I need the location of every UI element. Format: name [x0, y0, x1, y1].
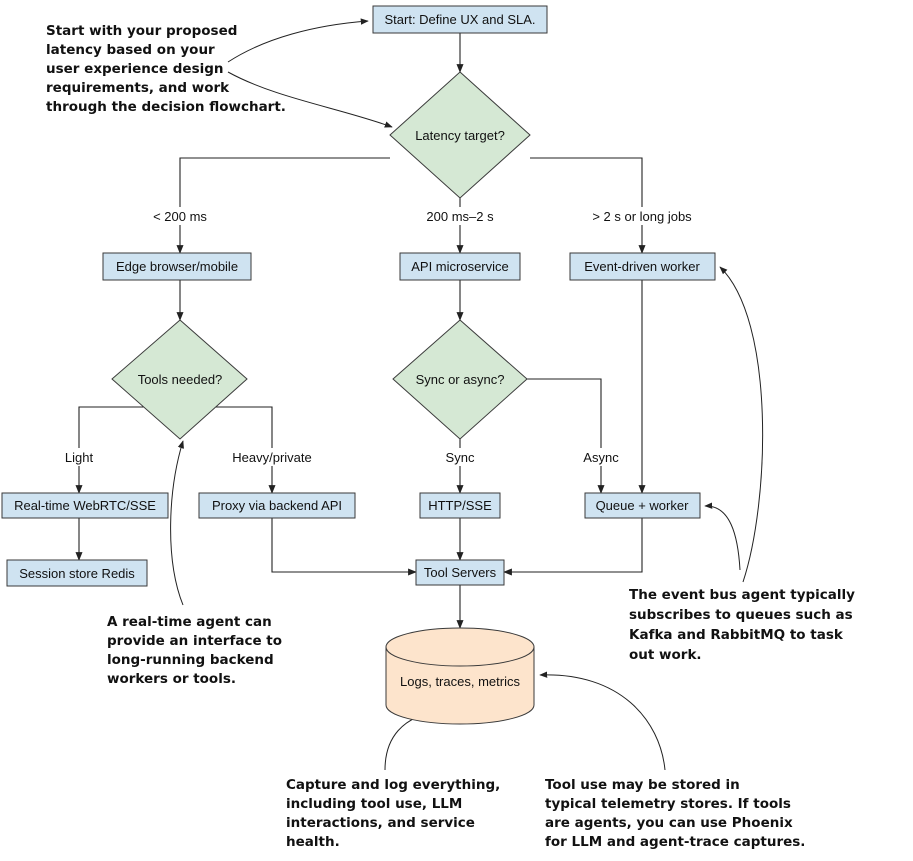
node-realtime-label: Real-time WebRTC/SSE [14, 498, 156, 513]
edge-label-mid: 200 ms–2 s [426, 209, 494, 224]
node-latency-target-label: Latency target? [415, 128, 505, 143]
node-edge-browser-label: Edge browser/mobile [116, 259, 238, 274]
note-capture: Capture and log everything, including to… [286, 777, 500, 850]
edge-label-sync: Sync [446, 450, 475, 465]
node-session-store: Session store Redis [6, 559, 148, 587]
node-latency-target: Latency target? [389, 71, 531, 199]
node-proxy: Proxy via backend API [198, 492, 356, 519]
node-start: Start: Define UX and SLA. [372, 5, 548, 34]
note-tool-use-line: are agents, you can use Phoenix [545, 815, 793, 831]
node-start-label: Start: Define UX and SLA. [384, 12, 535, 27]
note-start-line: user experience design [46, 61, 224, 77]
note-tool-use: Tool use may be stored in typical teleme… [545, 777, 805, 850]
note-capture-line: Capture and log everything, [286, 777, 500, 793]
flow-edges [75, 33, 646, 629]
note-tool-use-line: typical telemetry stores. If tools [545, 796, 791, 812]
node-logs-database: Logs, traces, metrics [385, 627, 535, 725]
edge-label-lt200: < 200 ms [153, 209, 207, 224]
note-start-line: requirements, and work [46, 80, 230, 96]
node-tool-servers: Tool Servers [415, 559, 505, 586]
edge-latency-to-edge-browser [176, 157, 390, 254]
node-realtime: Real-time WebRTC/SSE [1, 492, 169, 519]
note-event-bus-line: subscribes to queues such as [629, 607, 853, 623]
note-realtime-line: workers or tools. [107, 671, 236, 687]
edge-proxy-to-tool-servers [271, 518, 417, 576]
edge-queue-to-tool-servers [503, 518, 643, 576]
note-realtime-line: A real-time agent can [107, 614, 272, 630]
note-realtime-line: long-running backend [107, 652, 274, 668]
connector-tool-use-note-to-logs [539, 671, 666, 771]
node-event-worker: Event-driven worker [569, 252, 716, 281]
edge-latency-to-event-worker [530, 157, 646, 254]
node-sync-async: Sync or async? [392, 319, 528, 440]
note-start-line: latency based on your [46, 42, 215, 58]
note-start: Start with your proposed latency based o… [46, 23, 286, 115]
connector-event-note-to-event-worker [719, 266, 764, 583]
connector-start-note-to-latency [227, 71, 393, 128]
note-capture-line: interactions, and service [286, 815, 475, 831]
note-realtime: A real-time agent can provide an interfa… [107, 614, 282, 687]
node-api-microservice-label: API microservice [411, 259, 509, 274]
note-event-bus-line: out work. [629, 647, 702, 663]
node-http-sse: HTTP/SSE [419, 492, 501, 519]
node-tool-servers-label: Tool Servers [424, 565, 497, 580]
note-start-line: Start with your proposed [46, 23, 237, 39]
node-queue-worker: Queue + worker [584, 492, 701, 519]
node-logs-label: Logs, traces, metrics [400, 674, 520, 689]
note-tool-use-line: for LLM and agent-trace captures. [545, 834, 805, 850]
node-tools-needed: Tools needed? [111, 319, 248, 440]
edge-label-async: Async [583, 450, 619, 465]
edge-sync-async-to-queue [527, 378, 605, 494]
node-sync-async-label: Sync or async? [416, 372, 505, 387]
edge-label-gt2: > 2 s or long jobs [592, 209, 692, 224]
note-tool-use-line: Tool use may be stored in [545, 777, 740, 793]
annotation-connectors [170, 18, 764, 771]
note-event-bus-line: The event bus agent typically [629, 587, 855, 603]
edge-label-light: Light [65, 450, 94, 465]
node-edge-browser: Edge browser/mobile [102, 252, 252, 281]
note-start-line: through the decision flowchart. [46, 99, 286, 115]
node-tools-needed-label: Tools needed? [138, 372, 223, 387]
note-capture-line: including tool use, LLM [286, 796, 462, 812]
edge-label-heavy: Heavy/private [232, 450, 311, 465]
node-queue-worker-label: Queue + worker [596, 498, 690, 513]
node-session-store-label: Session store Redis [19, 566, 135, 581]
connector-event-note-to-queue [704, 502, 741, 571]
node-http-sse-label: HTTP/SSE [428, 498, 492, 513]
note-realtime-line: provide an interface to [107, 633, 282, 649]
connector-realtime-note-to-tools [170, 440, 184, 606]
edge-labels: < 200 ms 200 ms–2 s > 2 s or long jobs L… [60, 207, 701, 466]
note-event-bus-line: Kafka and RabbitMQ to task [629, 627, 844, 643]
note-event-bus: The event bus agent typically subscribes… [629, 587, 855, 663]
node-event-worker-label: Event-driven worker [584, 259, 700, 274]
connector-start-note-to-start [227, 18, 369, 63]
node-api-microservice: API microservice [399, 252, 521, 281]
note-capture-line: health. [286, 834, 340, 850]
node-proxy-label: Proxy via backend API [212, 498, 342, 513]
